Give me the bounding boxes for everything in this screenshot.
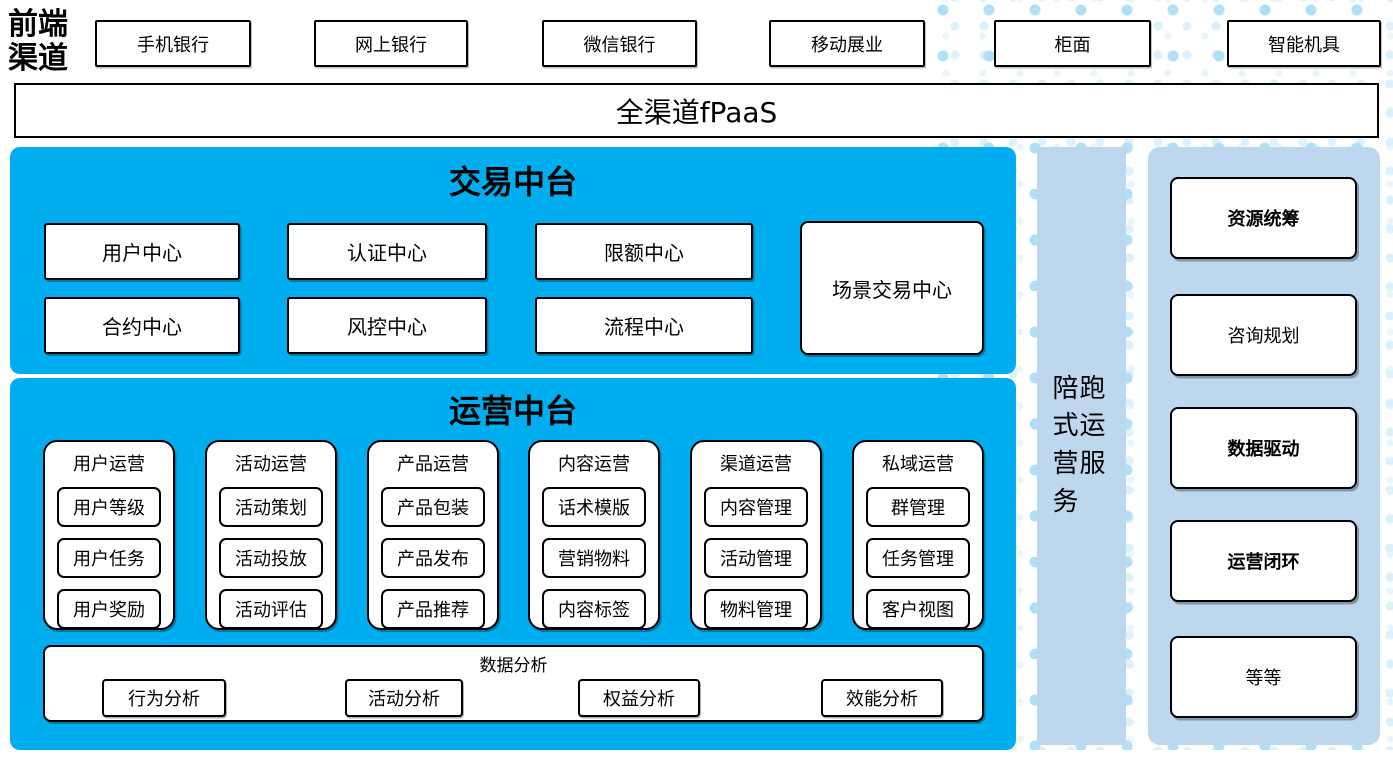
op-sub-box: 活动管理 (704, 538, 808, 578)
trade-box-limit-center: 限额中心 (535, 223, 753, 280)
companion-service-column: 陪跑式运营服务 (1037, 147, 1126, 745)
trade-box-contract-center: 合约中心 (44, 297, 240, 354)
op-group-activity-operation: 活动运营 活动策划 活动投放 活动评估 (205, 440, 337, 630)
service-box-consulting-planning: 咨询规划 (1170, 294, 1357, 376)
op-sub-box: 活动评估 (219, 589, 323, 629)
front-channels-label: 前端渠道 (8, 7, 68, 76)
op-sub-box: 产品包装 (381, 487, 485, 527)
analysis-box-rights: 权益分析 (578, 679, 700, 717)
trade-platform-title: 交易中台 (448, 163, 577, 201)
trade-platform-panel: 交易中台 用户中心 认证中心 限额中心 合约中心 风控中心 流程中心 场景交易中… (10, 147, 1016, 374)
operation-platform-title: 运营中台 (448, 392, 577, 430)
channel-box-mobile-marketing: 移动展业 (769, 20, 925, 67)
op-sub-box: 话术模版 (542, 487, 646, 527)
trade-box-user-center: 用户中心 (44, 223, 240, 280)
trade-box-auth-center: 认证中心 (287, 223, 487, 280)
service-box-resource-planning: 资源统筹 (1170, 177, 1357, 259)
op-group-title: 内容运营 (558, 454, 630, 475)
op-sub-box: 营销物料 (542, 538, 646, 578)
operation-platform-panel: 运营中台 用户运营 用户等级 用户任务 用户奖励 活动运营 活动策划 活动投放 … (10, 378, 1016, 750)
op-sub-box: 物料管理 (704, 589, 808, 629)
op-group-private-domain-operation: 私域运营 群管理 任务管理 客户视图 (852, 440, 984, 630)
op-sub-box: 用户任务 (57, 538, 161, 578)
op-group-channel-operation: 渠道运营 内容管理 活动管理 物料管理 (690, 440, 822, 630)
op-sub-box: 产品推荐 (381, 589, 485, 629)
data-analysis-container: 数据分析 行为分析 活动分析 权益分析 效能分析 (43, 645, 984, 722)
trade-box-scene-trade-center: 场景交易中心 (800, 221, 984, 355)
op-group-product-operation: 产品运营 产品包装 产品发布 产品推荐 (367, 440, 499, 630)
service-box-operation-loop: 运营闭环 (1170, 520, 1357, 602)
fpaas-bar: 全渠道fPaaS (14, 83, 1379, 138)
channel-box-online-banking: 网上银行 (314, 20, 468, 67)
op-sub-box: 内容标签 (542, 589, 646, 629)
trade-box-risk-center: 风控中心 (287, 297, 487, 354)
op-sub-box: 内容管理 (704, 487, 808, 527)
channel-box-mobile-banking: 手机银行 (95, 20, 251, 67)
companion-service-label: 陪跑式运营服务 (1052, 373, 1107, 517)
channel-box-wechat-banking: 微信银行 (542, 20, 697, 67)
op-group-content-operation: 内容运营 话术模版 营销物料 内容标签 (528, 440, 660, 630)
analysis-box-behavior: 行为分析 (102, 679, 226, 717)
service-box-data-driven: 数据驱动 (1170, 407, 1357, 489)
op-sub-box: 客户视图 (866, 589, 970, 629)
service-box-etc: 等等 (1170, 636, 1357, 718)
op-sub-box: 用户奖励 (57, 589, 161, 629)
channel-box-counter: 柜面 (994, 20, 1151, 67)
op-group-title: 私域运营 (882, 454, 954, 475)
channel-box-smart-device: 智能机具 (1227, 20, 1381, 67)
data-analysis-title: 数据分析 (479, 656, 548, 676)
op-sub-box: 产品发布 (381, 538, 485, 578)
right-services-panel: 资源统筹 咨询规划 数据驱动 运营闭环 等等 (1148, 147, 1380, 745)
op-group-title: 活动运营 (235, 454, 307, 475)
op-sub-box: 活动策划 (219, 487, 323, 527)
op-sub-box: 任务管理 (866, 538, 970, 578)
op-group-title: 渠道运营 (720, 454, 792, 475)
op-sub-box: 群管理 (866, 487, 970, 527)
analysis-box-efficiency: 效能分析 (821, 679, 943, 717)
op-sub-box: 活动投放 (219, 538, 323, 578)
op-group-user-operation: 用户运营 用户等级 用户任务 用户奖励 (43, 440, 175, 630)
trade-box-process-center: 流程中心 (535, 297, 753, 354)
analysis-box-activity: 活动分析 (345, 679, 463, 717)
op-group-title: 用户运营 (73, 454, 145, 475)
op-group-title: 产品运营 (397, 454, 469, 475)
op-sub-box: 用户等级 (57, 487, 161, 527)
